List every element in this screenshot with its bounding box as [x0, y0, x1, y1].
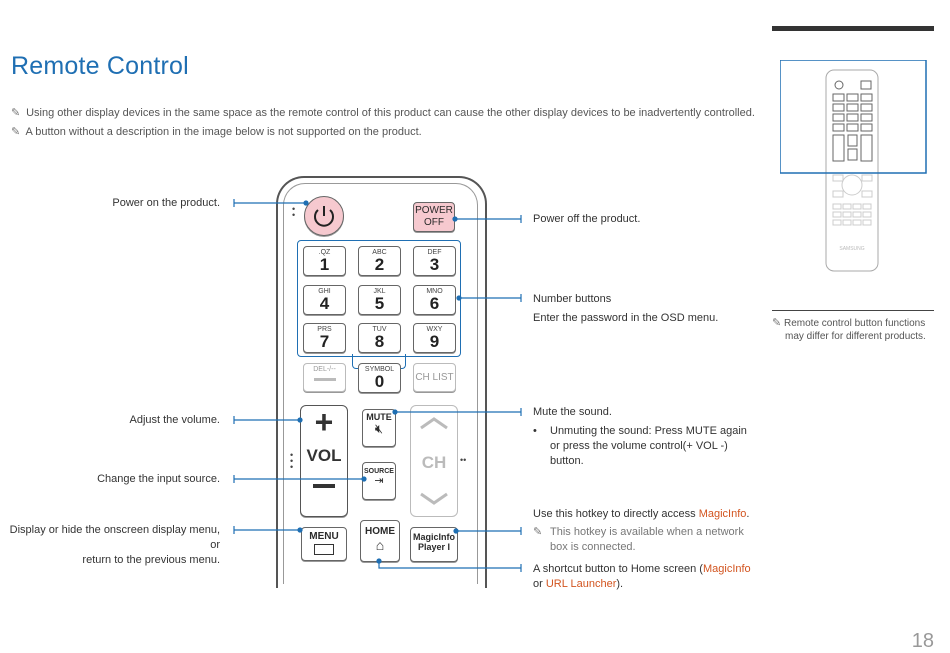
menu-icon — [314, 544, 334, 555]
sidebar-divider — [772, 310, 934, 311]
vol-minus-icon[interactable] — [313, 484, 335, 488]
label-power-on: Power on the product. — [112, 197, 220, 209]
label-number-title: Number buttons — [533, 293, 612, 305]
power-dots: •• — [292, 204, 296, 220]
minus-bar-icon — [313, 378, 336, 381]
label-source: Change the input source. — [97, 473, 220, 485]
label-number-desc: Enter the password in the OSD menu. — [533, 312, 719, 324]
label-volume: Adjust the volume. — [129, 414, 221, 426]
mute-button[interactable]: MUTE 🔇︎ — [362, 409, 396, 447]
input-source-icon: ⇥ — [374, 475, 384, 487]
url-launcher-link[interactable]: URL Launcher — [545, 578, 617, 590]
remote-thumbnail: SAMSUNG — [779, 59, 930, 275]
volume-rocker[interactable]: + VOL — [300, 405, 348, 517]
bullet-dot: • — [533, 425, 537, 437]
channel-rocker[interactable]: CH — [410, 405, 458, 517]
pencil-icon: ✎ — [11, 126, 21, 138]
home-button[interactable]: HOME ⌂ — [360, 520, 400, 562]
pencil-icon: ✎ — [11, 107, 21, 119]
page-number: 18 — [911, 630, 934, 652]
ch-label: CH — [422, 453, 447, 472]
del-button[interactable]: DEL-/-- — [303, 363, 346, 392]
ch-up-icon — [420, 417, 448, 430]
label-magicinfo: Use this hotkey to directly access Magic… — [533, 508, 750, 520]
power-button[interactable] — [304, 196, 344, 236]
vol-dots: ••• — [290, 450, 294, 472]
ch-list-button[interactable]: CH LIST — [413, 363, 456, 392]
label-mute: Mute the sound. — [533, 406, 612, 418]
magicinfo-link[interactable]: MagicInfo — [698, 508, 747, 520]
source-button[interactable]: SOURCE ⇥ — [362, 462, 396, 500]
home-magicinfo-link[interactable]: MagicInfo — [702, 563, 751, 575]
pencil-icon: ✎ — [533, 526, 543, 538]
ch-dots: •• — [460, 455, 467, 465]
remote-body — [276, 176, 487, 588]
home-icon: ⌂ — [375, 537, 385, 553]
mute-bullet: • Unmuting the sound: Press MUTE again o… — [533, 425, 747, 467]
remote-inner-outline — [283, 183, 478, 584]
magicinfo-note: ✎This hotkey is available when a network… — [533, 526, 744, 553]
magicinfo-player-button[interactable]: MagicInfo Player I — [410, 527, 458, 562]
speaker-muted-icon: 🔇︎ — [374, 421, 384, 436]
note-2: ✎ A button without a description in the … — [11, 126, 422, 138]
page-title: Remote Control — [11, 52, 189, 80]
ch-down-icon — [420, 492, 448, 505]
vol-label: VOL — [306, 446, 342, 465]
pencil-icon: ✎ — [772, 317, 782, 329]
label-home: A shortcut button to Home screen (MagicI… — [533, 563, 751, 590]
label-menu: Display or hide the onscreen display men… — [9, 524, 220, 566]
label-power-off: Power off the product. — [533, 213, 641, 225]
power-icon — [314, 206, 334, 227]
note-1: ✎ Using other display devices in the sam… — [11, 107, 755, 119]
vol-plus-icon[interactable]: + — [314, 404, 334, 440]
header-bar — [772, 26, 934, 31]
sidebar-note: ✎Remote control button functions may dif… — [772, 317, 926, 342]
menu-button[interactable]: MENU — [301, 527, 347, 561]
thumb-brand: SAMSUNG — [839, 246, 864, 252]
